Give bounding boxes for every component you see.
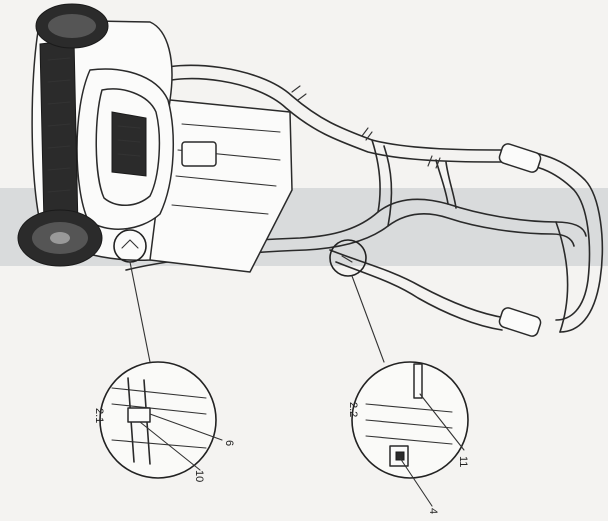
box-latch xyxy=(181,141,217,167)
detail-circle-right xyxy=(351,361,469,507)
step-label-2-2: 2.2 xyxy=(347,402,359,417)
step-label-2-1: 2.1 xyxy=(93,408,105,423)
part-label-6: 6 xyxy=(223,440,235,446)
mower-body xyxy=(31,19,293,273)
wheels xyxy=(17,3,109,267)
handle-grip-upper xyxy=(498,143,542,173)
part-label-11: 11 xyxy=(457,456,469,467)
attachment-point-right xyxy=(329,239,367,277)
part-label-10: 10 xyxy=(193,470,205,482)
detail-circle-left xyxy=(99,361,223,479)
handle-grip-lower xyxy=(498,307,542,337)
part-label-4: 4 xyxy=(427,508,439,514)
